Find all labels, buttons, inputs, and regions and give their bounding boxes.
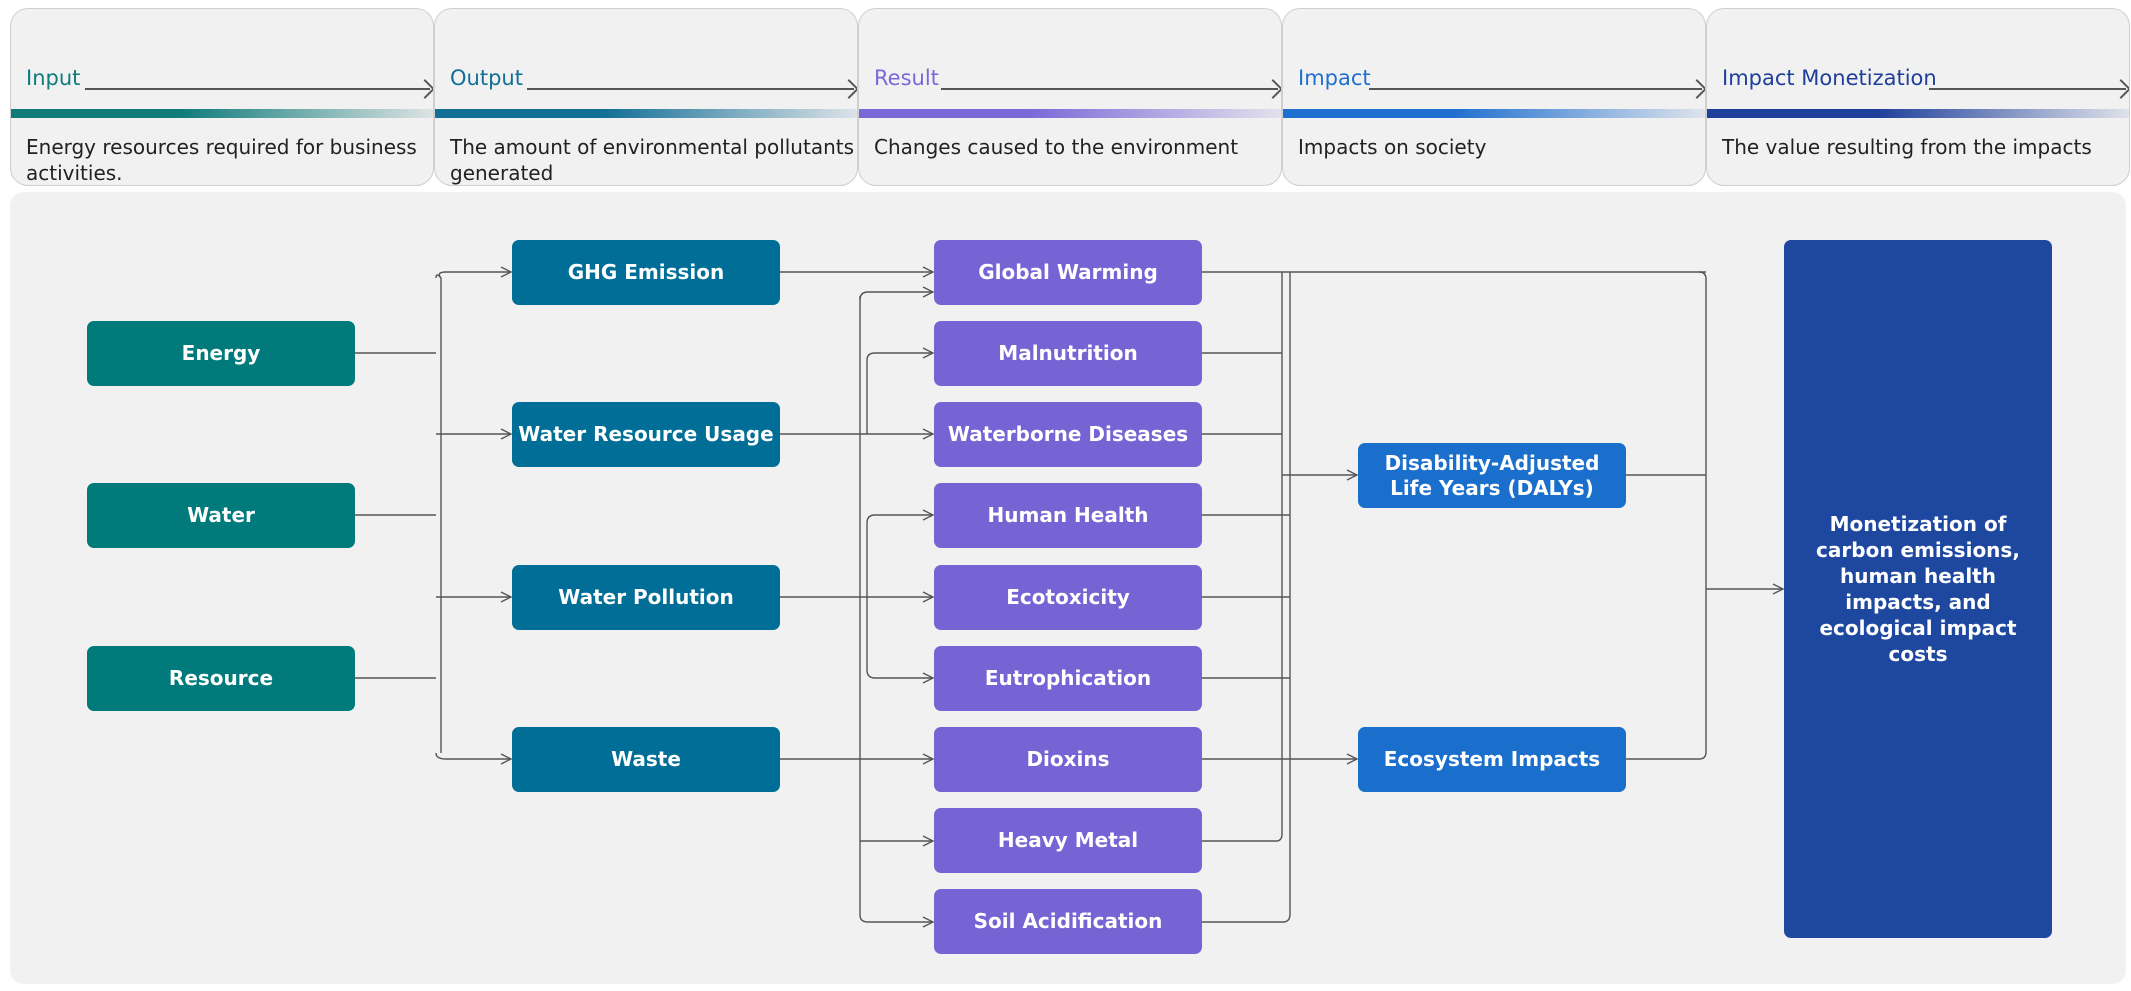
stage-description-input: Energy resources required for business a… [26, 135, 417, 185]
stage-card-input: Input Energy resources required for busi… [10, 8, 434, 186]
result-outer-bus [859, 296, 933, 922]
result-inner-bus-lower [866, 515, 933, 597]
stage-description-result: Changes caused to the environment [874, 135, 1239, 159]
stage-card-result: Result Changes caused to the environment [858, 8, 1282, 186]
link-bus-to-global-warming [859, 292, 933, 301]
node-heavy-metal: Heavy Metal [934, 808, 1202, 873]
stage-title-input: Input [26, 66, 81, 90]
node-water: Water [87, 483, 355, 548]
node-soil-acidification: Soil Acidification [934, 889, 1202, 954]
link-to-ghg-emission [438, 272, 511, 279]
node-ecosystem-impacts: Ecosystem Impacts [1358, 727, 1626, 792]
node-dalys: Disability-Adjusted Life Years (DALYs) [1358, 443, 1626, 508]
link-heavy-metal-out [1202, 833, 1283, 842]
link-to-waste [435, 752, 511, 759]
stage-arrow-impact [1369, 88, 1702, 90]
link-soil-acidification-out [1202, 913, 1291, 923]
node-monetization: Monetization of carbon emissions, human … [1784, 240, 2052, 938]
stage-title-impact: Impact [1298, 66, 1371, 90]
stage-bar-impact [1283, 109, 1705, 118]
stage-title-result: Result [874, 66, 939, 90]
stage-bar-input [11, 109, 433, 118]
monetization-bus [1698, 271, 1707, 760]
stage-card-monetization: Impact Monetization The value resulting … [1706, 8, 2130, 186]
node-ecotoxicity: Ecotoxicity [934, 565, 1202, 630]
result-inner-bus-upper [866, 353, 933, 434]
node-human-health: Human Health [934, 483, 1202, 548]
node-ghg-emission: GHG Emission [512, 240, 780, 305]
stage-bar-result [859, 109, 1281, 118]
node-dioxins: Dioxins [934, 727, 1202, 792]
stage-arrow-monetization [1929, 88, 2126, 90]
stage-bar-monetization [1707, 109, 2129, 118]
node-eutrophication: Eutrophication [934, 646, 1202, 711]
node-malnutrition: Malnutrition [934, 321, 1202, 386]
stage-description-output: The amount of environmental pollutants g… [450, 135, 855, 185]
stage-arrow-result [941, 88, 1278, 90]
stage-title-monetization: Impact Monetization [1722, 66, 1937, 90]
stage-title-output: Output [450, 66, 523, 90]
node-waste: Waste [512, 727, 780, 792]
node-water-resource-usage: Water Resource Usage [512, 402, 780, 467]
stage-arrow-input [85, 88, 430, 90]
node-waterborne-diseases: Waterborne Diseases [934, 402, 1202, 467]
stage-card-output: Output The amount of environmental pollu… [434, 8, 858, 186]
node-energy: Energy [87, 321, 355, 386]
node-resource: Resource [87, 646, 355, 711]
input-output-bus [435, 274, 442, 753]
stage-description-monetization: The value resulting from the impacts [1722, 135, 2092, 159]
node-global-warming: Global Warming [934, 240, 1202, 305]
node-water-pollution: Water Pollution [512, 565, 780, 630]
stage-arrow-output [527, 88, 854, 90]
stage-description-impact: Impacts on society [1298, 135, 1487, 159]
link-inner-to-eutrophication [866, 597, 933, 678]
stage-bar-output [435, 109, 857, 118]
stage-card-impact: Impact Impacts on society [1282, 8, 1706, 186]
